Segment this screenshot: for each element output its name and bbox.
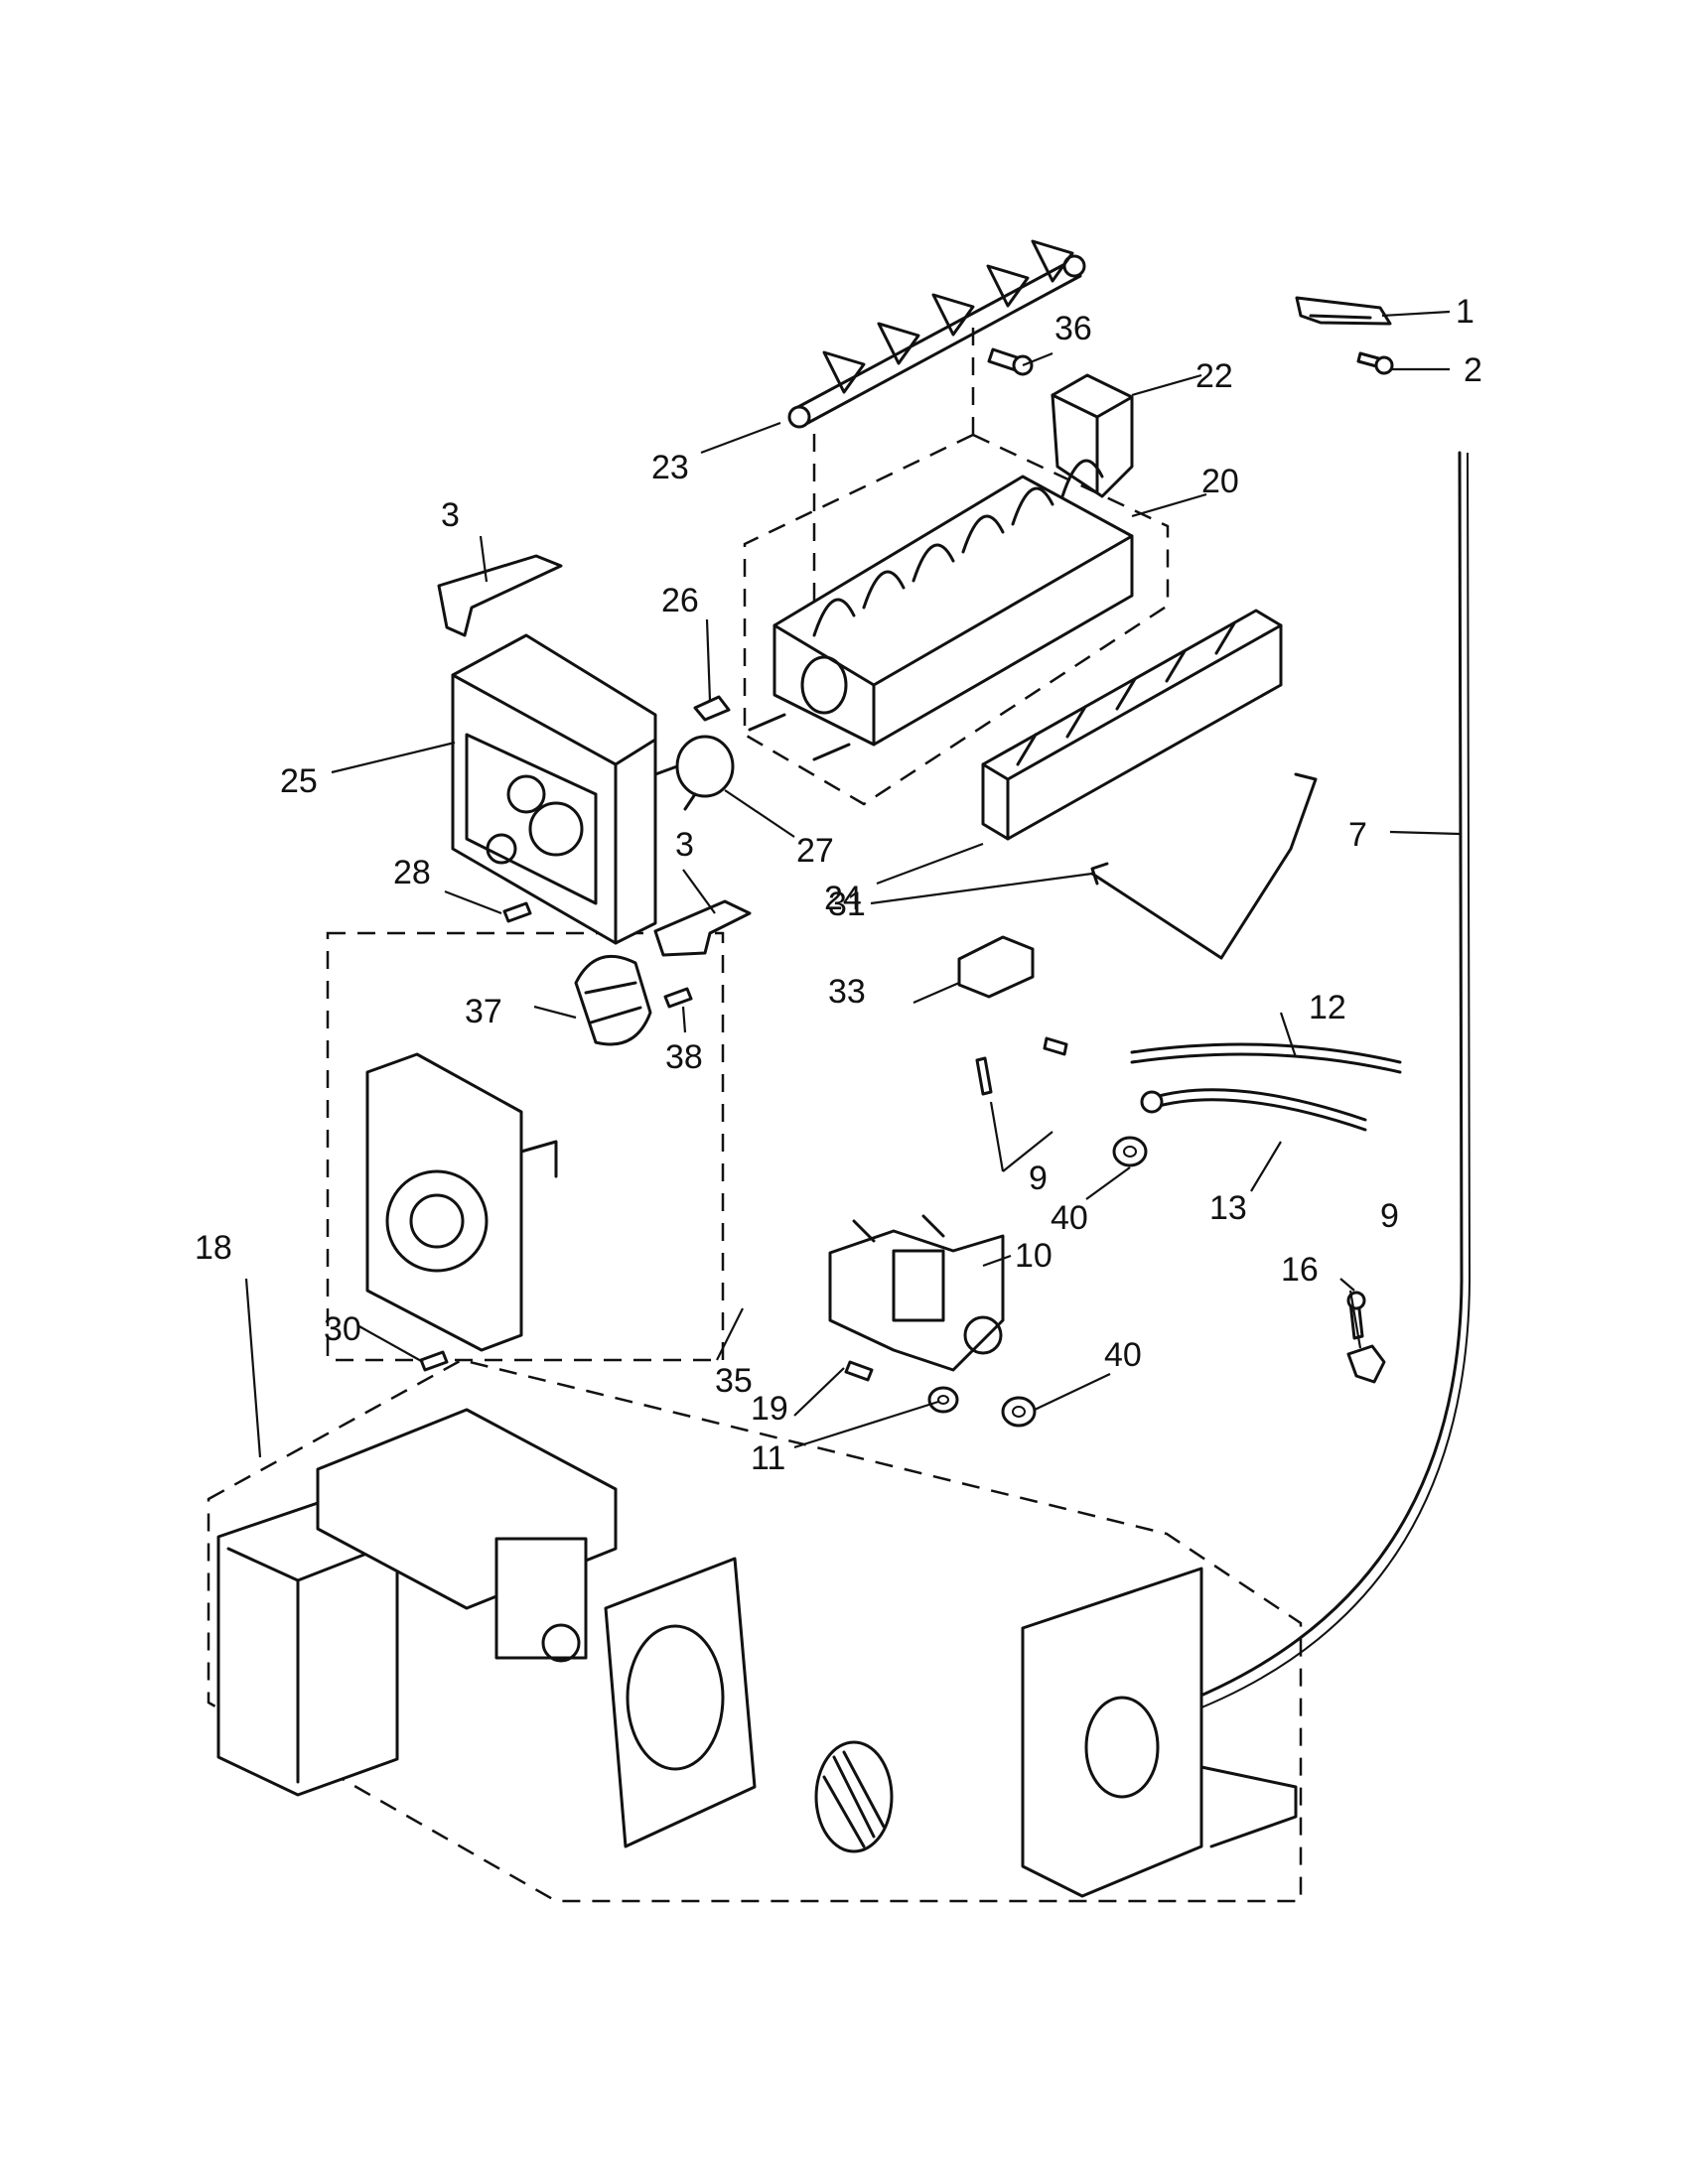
ejector-part [787, 239, 1086, 429]
nut-40-lower-part [1001, 1396, 1037, 1428]
callout-37: 37 [465, 993, 502, 1030]
callout-7: 7 [1348, 816, 1367, 854]
callout-9-lower: 9 [1380, 1197, 1399, 1235]
callout-3-lower: 3 [675, 826, 694, 864]
callout-27: 27 [796, 832, 834, 870]
callout-36: 36 [1054, 310, 1092, 347]
screw-36-part [987, 347, 1034, 376]
cover-33-part [957, 935, 1035, 999]
callout-23: 23 [651, 449, 689, 486]
icemaker-mold-assembly-outline [743, 433, 1170, 806]
screw-9-part [975, 1036, 1068, 1096]
callout-31: 31 [828, 886, 866, 923]
callout-22: 22 [1195, 357, 1233, 395]
callout-40-upper: 40 [1051, 1199, 1088, 1237]
clip-3-lower-part [653, 899, 752, 957]
motor-module-35-part [365, 1052, 558, 1352]
callout-labels: 1 2 3 3 7 9 9 10 11 12 13 16 18 19 20 22… [195, 293, 1482, 1477]
clip-3-upper-part [437, 554, 563, 637]
fill-tube-7-part [1051, 451, 1464, 1709]
leader-lines [244, 310, 1461, 1458]
fill-cup-part [1051, 373, 1134, 498]
retainer-26-part [693, 695, 731, 722]
callout-3-upper: 3 [441, 496, 460, 534]
screw-30-part [419, 1350, 449, 1372]
callout-40-lower: 40 [1104, 1336, 1142, 1374]
callout-9-upper: 9 [1029, 1160, 1048, 1197]
callout-25: 25 [280, 762, 318, 800]
callout-1: 1 [1456, 293, 1474, 331]
screw-38-part [663, 987, 693, 1009]
callout-33: 33 [828, 973, 866, 1011]
callout-12: 12 [1309, 989, 1346, 1026]
callout-2: 2 [1464, 351, 1482, 389]
module-housing-25-part [451, 633, 657, 945]
stripper-24-part [981, 609, 1283, 841]
callout-28: 28 [393, 854, 431, 891]
water-valve-10-part [828, 1214, 1005, 1372]
callout-19: 19 [751, 1390, 788, 1428]
screw-2-part [1356, 351, 1394, 375]
callout-18: 18 [195, 1229, 232, 1267]
auger-motor-18-part [216, 1408, 1298, 1898]
nut-11-part [927, 1386, 959, 1414]
shutoff-arm-end [1090, 862, 1109, 886]
bracket-1-part [1295, 296, 1392, 326]
motor-37-part [574, 954, 652, 1046]
callout-38: 38 [665, 1038, 703, 1076]
thermostat-27-part [653, 735, 735, 811]
icemaker-mold-part [748, 459, 1134, 761]
callout-10: 10 [1015, 1237, 1052, 1275]
screw-28-part [502, 901, 532, 923]
nut-40-upper-part [1112, 1136, 1148, 1167]
fill-tube-edge [1181, 452, 1472, 1716]
callout-24: 24 [824, 880, 862, 917]
shutoff-arm-31-part [1090, 772, 1318, 960]
motor-module-assembly-outline [326, 931, 725, 1362]
hose-13-part [1140, 1088, 1367, 1132]
callout-11: 11 [751, 1439, 785, 1477]
callout-30: 30 [324, 1310, 361, 1348]
hose-12-part [1130, 1042, 1402, 1074]
callout-16: 16 [1281, 1251, 1319, 1289]
clamp-16-part [1346, 1344, 1386, 1384]
callout-35: 35 [715, 1362, 753, 1400]
callout-26: 26 [661, 582, 699, 619]
callout-13: 13 [1209, 1189, 1247, 1227]
callout-20: 20 [1201, 463, 1239, 500]
screw-19-part [844, 1360, 874, 1382]
